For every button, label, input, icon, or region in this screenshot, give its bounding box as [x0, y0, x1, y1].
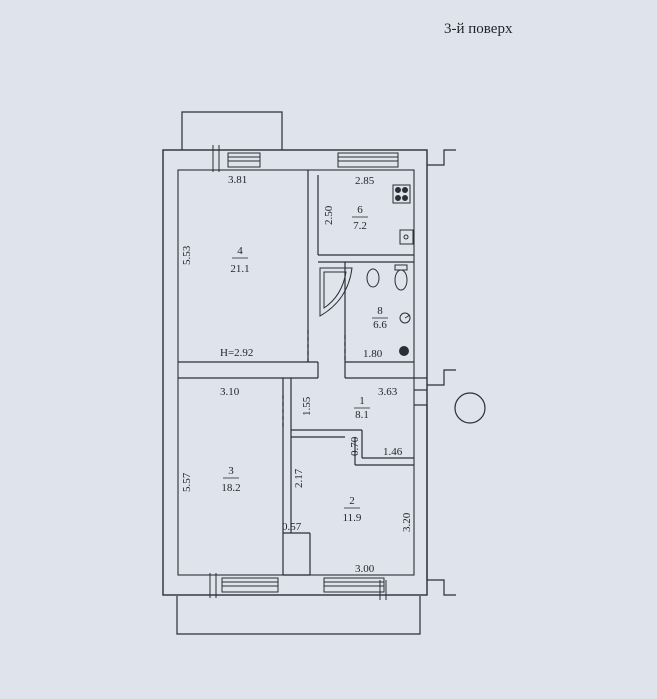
ceiling-height-label: H=2.92 [220, 347, 253, 359]
dim-r3-depth: 5.57 [181, 472, 193, 492]
dim-r6-width: 2.85 [355, 175, 375, 187]
dim-r4-width: 3.81 [228, 174, 247, 186]
room-4-number: 4 [237, 245, 243, 257]
dim-r1-notch: 0.70 [349, 436, 361, 456]
dim-r1-depth: 1.55 [301, 396, 313, 416]
bathtub-icon [319, 267, 353, 317]
top-balcony [181, 111, 283, 150]
kitchen-sink-icon [399, 229, 414, 245]
window-r4 [227, 152, 261, 168]
dim-r1-step: 1.46 [383, 446, 403, 458]
room-2-area: 11.9 [343, 512, 362, 524]
floor-drain-icon [399, 346, 409, 356]
room-4-area: 21.1 [230, 263, 249, 275]
washbasin-icon [366, 268, 380, 288]
room-1-number: 1 [359, 395, 365, 407]
window-r3 [221, 577, 279, 593]
stair-wall-top [427, 149, 456, 166]
dim-r2-wall: 0.57 [282, 521, 302, 533]
windows [221, 152, 399, 593]
walls [162, 111, 456, 635]
room-8-area: 6.6 [373, 319, 387, 331]
dimension-labels: 3.81 5.53 2.85 2.50 1.80 3.10 5.57 3.63 … [181, 174, 413, 575]
room-6-number: 6 [357, 204, 363, 216]
floor-title: 3-й поверх [444, 21, 513, 37]
room-6-area: 7.2 [353, 220, 367, 232]
fixtures [319, 184, 486, 424]
room-3-area: 18.2 [221, 482, 240, 494]
room-8-number: 8 [377, 305, 383, 317]
dim-r4-depth: 5.53 [181, 245, 193, 265]
stove-icon [392, 184, 411, 204]
water-heater-icon [399, 312, 411, 324]
window-r6 [337, 152, 399, 168]
dim-r2-depth: 3.20 [401, 512, 413, 532]
entrance-marker-icon [454, 392, 486, 424]
stair-wall-bottom [427, 579, 456, 596]
outer-wall [162, 149, 428, 596]
bottom-balcony [176, 596, 421, 635]
dim-r8-width: 1.80 [363, 348, 383, 360]
dim-r1-width: 3.63 [378, 386, 398, 398]
dim-r2-depth-left: 2.17 [293, 468, 305, 488]
dim-r3-width: 3.10 [220, 386, 240, 398]
wall-ticks [209, 145, 387, 600]
stair-wall-mid [427, 369, 456, 386]
room-2-number: 2 [349, 495, 355, 507]
dim-r2-width: 3.00 [355, 563, 375, 575]
window-r2 [323, 577, 385, 593]
room-1-area: 8.1 [355, 409, 369, 421]
room-3-number: 3 [228, 465, 234, 477]
room-labels: 4 21.1 6 7.2 8 6.6 1 8.1 3 18.2 2 11.9 H… [220, 204, 388, 524]
dim-r6-depth: 2.50 [323, 205, 335, 225]
